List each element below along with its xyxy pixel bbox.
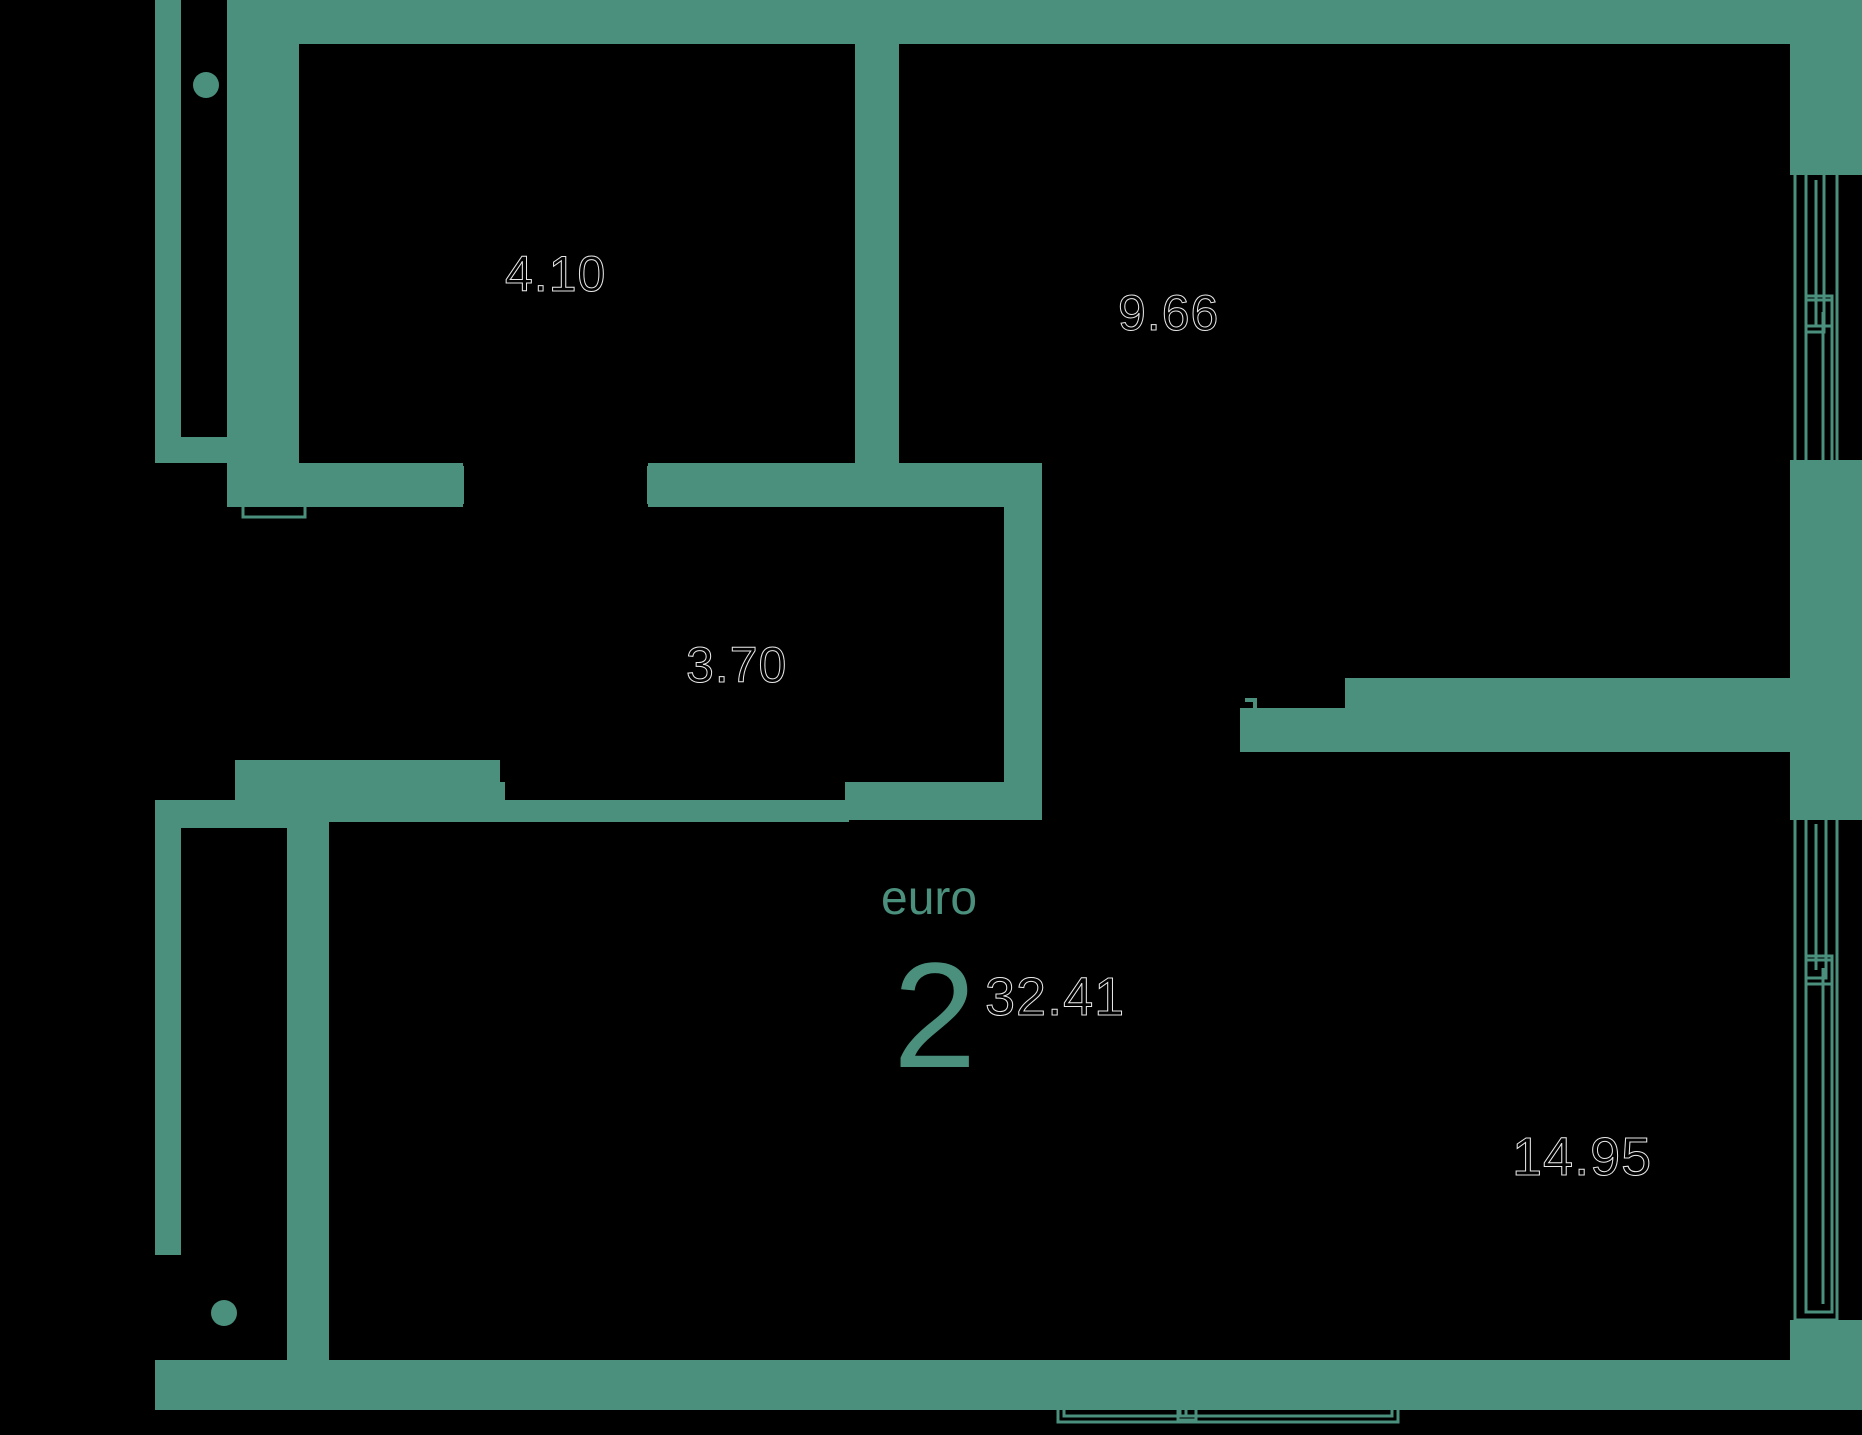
window-bottom-sash-a	[1062, 1380, 1188, 1418]
badge-euro-label: euro	[881, 872, 978, 925]
interior-wall-right-step-left	[1240, 708, 1805, 752]
exterior-wall-right-upper	[1790, 0, 1862, 175]
balcony-top-left-inner-right	[227, 0, 255, 500]
door-jamb-corridor-left	[237, 766, 249, 800]
door-jamb-corridor-right	[438, 766, 450, 800]
exterior-wall-left-lower-top	[155, 800, 329, 828]
window-bottom-sliding	[1056, 1376, 1400, 1424]
window-right-upper	[1793, 166, 1839, 500]
interior-wall-kitchen-bottom-left	[227, 463, 463, 507]
window-right-lower	[1793, 810, 1839, 1322]
window-bottom-frame	[1056, 1376, 1400, 1424]
window-bottom-sash-b	[1178, 1386, 1394, 1418]
exterior-wall-top	[227, 0, 1790, 44]
door-opening-group	[237, 466, 1257, 800]
exterior-wall-bottom	[155, 1360, 1790, 1410]
interior-wall-kitchen-bottom-right	[648, 463, 1004, 507]
area-label-bathroom: 3.70	[685, 637, 788, 693]
badge-total-area: 32.41	[984, 967, 1126, 1027]
door-jamb-bathroom-bottom	[1245, 698, 1257, 736]
window-right-upper-sash-b	[1804, 298, 1834, 498]
balcony-top-left-rail	[241, 501, 307, 519]
area-label-bedroom: 9.66	[1117, 285, 1220, 341]
exterior-wall-right-lower	[1790, 760, 1862, 820]
window-bottom-latch	[1176, 1378, 1198, 1422]
window-right-lower-latch	[1804, 954, 1834, 986]
exterior-wall-bottom-right-return	[1790, 1320, 1862, 1410]
wall-group	[155, 0, 1862, 1410]
balcony-marker-bottom-left	[211, 1300, 237, 1326]
window-right-lower-sash-a	[1804, 816, 1828, 980]
balcony-top-left-outer-left	[155, 0, 181, 463]
exterior-wall-left-upper	[255, 0, 299, 470]
door-jamb-kitchen-left	[452, 466, 464, 504]
balcony-marker-group	[193, 72, 237, 1326]
exterior-wall-left-mid	[155, 820, 181, 1255]
door-jamb-bathroom-top	[1022, 698, 1034, 736]
badge-room-count: 2	[893, 931, 977, 1099]
interior-wall-bathroom-right	[1004, 463, 1042, 820]
interior-wall-bathroom-bottom	[845, 782, 1042, 820]
door-jamb-kitchen-right	[647, 466, 659, 504]
interior-wall-kitchen-bedroom	[855, 44, 899, 463]
exterior-wall-left-lower-inner	[287, 800, 329, 1360]
window-right-lower-sash-b	[1804, 958, 1834, 1314]
area-label-living-room: 14.95	[1511, 1127, 1653, 1187]
balcony-marker-top-left	[193, 72, 219, 98]
window-right-lower-frame	[1793, 810, 1839, 1322]
interior-wall-living-top-left	[329, 800, 849, 822]
window-right-upper-latch	[1804, 294, 1834, 328]
balcony-top-left-rail-bar	[241, 501, 307, 519]
area-label-kitchen: 4.10	[504, 246, 607, 302]
window-right-upper-frame	[1793, 166, 1839, 500]
window-right-upper-sash-a	[1804, 170, 1826, 334]
